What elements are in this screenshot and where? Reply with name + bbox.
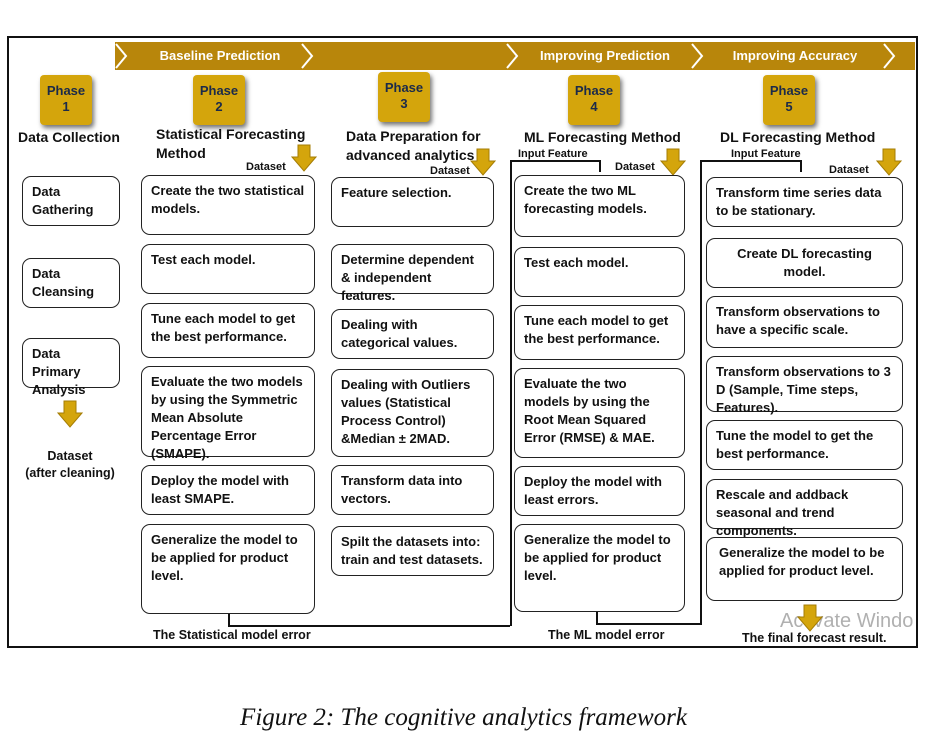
step-box: Transform time series data to be station… — [706, 177, 903, 227]
step-box: Data Primary Analysis — [22, 338, 120, 397]
connector-line — [228, 614, 230, 626]
dataset-label: Dataset — [615, 161, 655, 173]
step-box: Data Gathering — [22, 176, 120, 226]
chevron-icon — [301, 43, 314, 69]
dataset-label: Dataset — [430, 165, 470, 177]
banner-label-improving-accuracy: Improving Accuracy — [732, 48, 858, 63]
step-box: Deploy the model with least SMAPE. — [141, 465, 315, 515]
connector-line — [510, 160, 600, 162]
connector-line — [700, 160, 801, 162]
dataset-label: Dataset — [246, 161, 286, 173]
step-box: Deploy the model with least errors. — [514, 466, 685, 516]
step-box: Rescale and addback seasonal and trend c… — [706, 479, 903, 538]
connector-line — [510, 160, 512, 626]
step-box: Test each model. — [141, 244, 315, 294]
chevron-icon — [691, 43, 704, 69]
phase-title-5: DL Forecasting Method — [720, 129, 876, 145]
down-arrow-icon — [660, 148, 686, 176]
phase-number: 1 — [62, 99, 70, 114]
step-box: Test each model. — [514, 247, 685, 297]
ml-model-error-label: The ML model error — [548, 628, 665, 642]
phase-title-4: ML Forecasting Method — [524, 129, 681, 145]
step-box: Dealing with categorical values. — [331, 309, 494, 359]
phase-number: 3 — [400, 96, 408, 111]
chevron-icon — [506, 43, 519, 69]
phase-title-line: Statistical Forecasting — [156, 126, 306, 142]
step-box: Create the two ML forecasting models. — [514, 175, 685, 237]
connector-line — [596, 612, 598, 624]
down-arrow-icon — [291, 144, 317, 172]
step-box: Create DL forecasting model. — [706, 238, 903, 288]
phase-number: 4 — [590, 99, 598, 114]
step-box: Spilt the datasets into: train and test … — [331, 526, 494, 576]
step-box: Determine dependent & independent featur… — [331, 244, 494, 303]
chevron-icon — [883, 43, 896, 69]
figure-caption: Figure 2: The cognitive analytics framew… — [240, 704, 687, 731]
down-arrow-icon — [57, 400, 83, 428]
step-box: Evaluate the two models by using the Sym… — [141, 366, 315, 461]
phase-title-1: Data Collection — [18, 129, 120, 145]
phase-title-3: Data Preparation for advanced analytics — [346, 127, 481, 165]
step-box: Generalize the model to be applied for p… — [514, 524, 685, 612]
phase-title-line: Method — [156, 145, 206, 161]
banner-bar — [115, 42, 915, 70]
chevron-icon — [115, 43, 128, 69]
input-feature-label: Input Feature — [731, 148, 801, 160]
down-arrow-icon — [797, 604, 823, 632]
banner-label-improving-prediction: Improving Prediction — [539, 48, 670, 63]
step-box: Transform observations to have a specifi… — [706, 296, 903, 348]
phase-title-line: advanced analytics — [346, 147, 475, 163]
step-box: Data Cleansing — [22, 258, 120, 308]
step-box: Feature selection. — [331, 177, 494, 227]
phase-label: Phase — [574, 83, 614, 98]
dataset-label: Dataset — [829, 164, 869, 176]
step-box: Transform observations to 3 D (Sample, T… — [706, 356, 903, 415]
banner-label-baseline: Baseline Prediction — [159, 48, 281, 63]
step-box: Create the two statistical models. — [141, 175, 315, 235]
dataset-label: Dataset — [47, 449, 93, 463]
step-box: Dealing with Outliers values (Statistica… — [331, 369, 494, 457]
step-box: Evaluate the two models by using the Roo… — [514, 368, 685, 458]
final-forecast-label: The final forecast result. — [742, 631, 887, 645]
step-box: Tune each model to get the best performa… — [141, 303, 315, 358]
connector-line — [228, 625, 510, 627]
dataset-note: (after cleaning) — [25, 466, 115, 480]
phase-number: 5 — [785, 99, 793, 114]
step-box: Tune the model to get the best performan… — [706, 420, 903, 470]
input-feature-label: Input Feature — [518, 148, 588, 160]
step-box: Generalize the model to be applied for p… — [706, 537, 903, 601]
phase-label: Phase — [199, 83, 239, 98]
step-box: Tune each model to get the best performa… — [514, 305, 685, 360]
phase-label: Phase — [46, 83, 86, 98]
phase-label: Phase — [769, 83, 809, 98]
dataset-after-cleaning: Dataset (after cleaning) — [18, 448, 122, 482]
down-arrow-icon — [876, 148, 902, 176]
statistical-model-error-label: The Statistical model error — [153, 628, 311, 642]
step-box: Generalize the model to be applied for p… — [141, 524, 315, 614]
phase-title-line: Data Preparation for — [346, 128, 481, 144]
connector-line — [596, 623, 700, 625]
phase-label: Phase — [384, 80, 424, 95]
phase-number: 2 — [215, 99, 223, 114]
connector-line — [700, 160, 702, 625]
connector-line — [800, 160, 802, 172]
connector-line — [599, 160, 601, 172]
down-arrow-icon — [470, 148, 496, 176]
step-box: Transform data into vectors. — [331, 465, 494, 515]
